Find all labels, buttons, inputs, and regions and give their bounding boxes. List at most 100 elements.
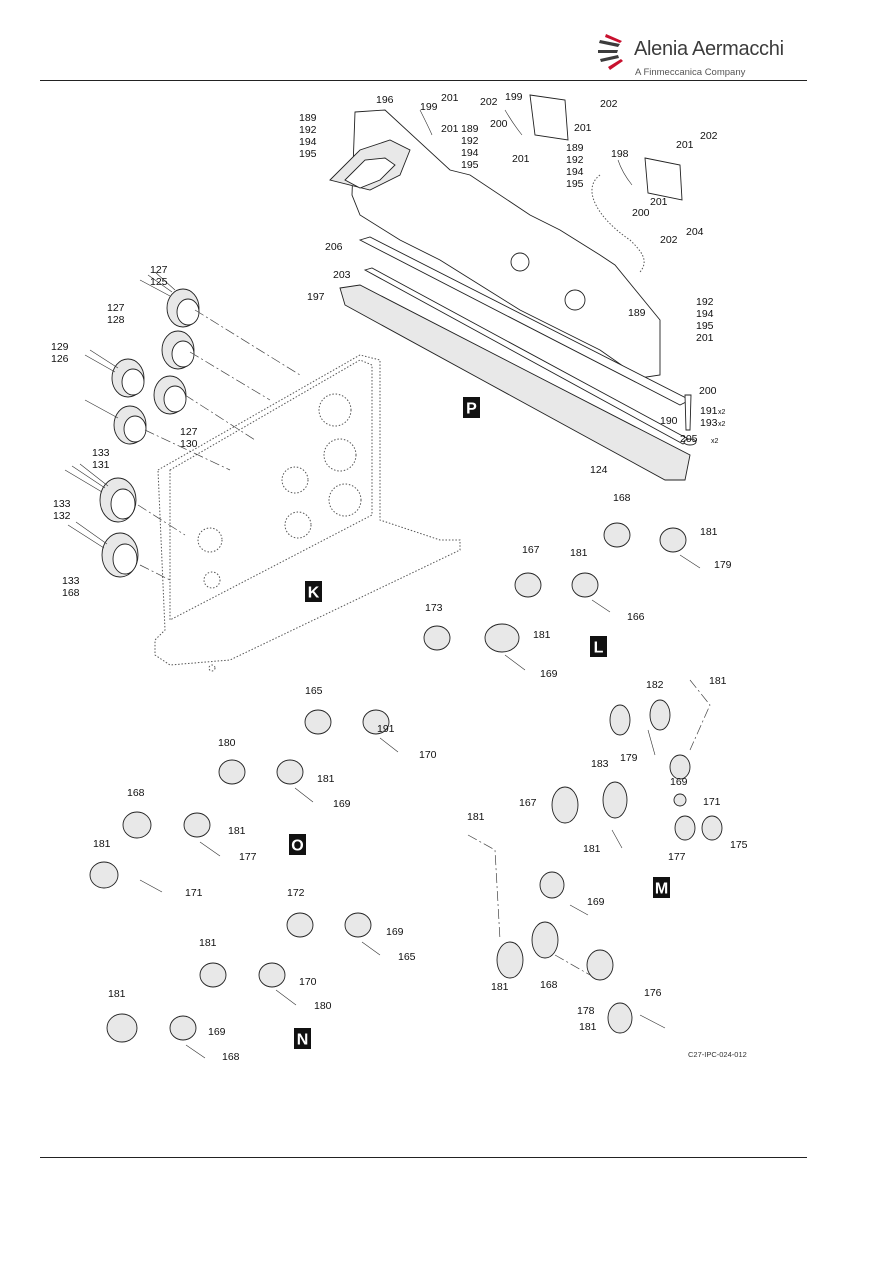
callout-168: 168 [540,979,558,991]
callout-200: 200 [699,385,717,397]
callout-181: 181 [709,675,727,687]
brand-tagline: A Finmeccanica Company [635,67,746,78]
callout-169: 169 [670,776,688,788]
callout-133: 133 [53,498,71,510]
callout-130: 130 [180,438,198,450]
callout-172: 172 [287,887,305,899]
callout-199: 199 [505,91,523,103]
callout-198: 198 [611,148,629,160]
callout-180: 180 [314,1000,332,1012]
svg-text:K: K [308,585,320,602]
callout-200: 200 [632,207,650,219]
callout-124: 124 [590,464,608,476]
svg-text:M: M [655,881,668,898]
callout-193: 193 [700,417,718,429]
quantity-multiplier: x2 [718,409,726,416]
view-k-bracket [64,271,461,672]
callout-133: 133 [92,447,110,459]
callout-201: 201 [676,139,694,151]
callout-189: 189 [566,142,584,154]
callout-169: 169 [386,926,404,938]
callout-194: 194 [696,308,714,320]
callout-168: 168 [613,492,631,504]
callout-199: 199 [420,101,438,113]
callout-182: 182 [646,679,664,691]
callout-167: 167 [519,797,537,809]
callout-129: 129 [51,341,69,353]
callout-195: 195 [299,148,317,160]
callout-201: 201 [441,92,459,104]
callout-194: 194 [299,136,317,148]
callout-180: 180 [218,737,236,749]
brand-name: Alenia Aermacchi [634,38,784,60]
quantity-multiplier: x2 [711,438,719,445]
header-rule [40,80,807,81]
callout-171: 171 [703,796,721,808]
callout-195: 195 [696,320,714,332]
callout-171: 171 [185,887,203,899]
callout-189: 189 [299,112,317,124]
callout-170: 170 [299,976,317,988]
callout-170: 170 [419,749,437,761]
callout-173: 173 [425,602,443,614]
callout-197: 197 [307,291,325,303]
view-label-k: K [305,581,322,602]
callout-195: 195 [566,178,584,190]
callout-181: 181 [317,773,335,785]
callout-181: 181 [700,526,718,538]
callout-203: 203 [333,269,351,281]
view-label-n: N [294,1028,311,1049]
callout-177: 177 [668,851,686,863]
callout-169: 169 [208,1026,226,1038]
callout-176: 176 [644,987,662,999]
view-label-o: O [289,834,306,855]
svg-text:N: N [297,1032,309,1049]
svg-text:P: P [466,401,477,418]
svg-text:O: O [291,838,303,855]
callout-166: 166 [627,611,645,623]
connector-group [64,271,200,578]
figure-reference: C27-IPC-024-012 [688,1050,747,1059]
view-p-assembly [329,94,697,481]
callout-181: 181 [570,547,588,559]
callout-168: 168 [222,1051,240,1063]
callout-125: 125 [150,276,168,288]
callout-194: 194 [566,166,584,178]
callout-128: 128 [107,314,125,326]
callout-126: 126 [51,353,69,365]
view-label-p: P [463,397,480,418]
callout-179: 179 [714,559,732,571]
callout-169: 169 [587,896,605,908]
callout-168: 168 [62,587,80,599]
callout-201: 201 [650,196,668,208]
callout-165: 165 [305,685,323,697]
callout-181: 181 [108,988,126,1000]
callout-132: 132 [53,510,71,522]
callout-181: 181 [491,981,509,993]
callout-202: 202 [700,130,718,142]
callout-189: 189 [628,307,646,319]
callout-169: 169 [540,668,558,680]
footer-rule [40,1157,807,1158]
callout-201: 201 [441,123,459,135]
callout-181: 181 [199,937,217,949]
callout-175: 175 [730,839,748,851]
callout-205: 205 [680,433,698,445]
callout-127: 127 [107,302,125,314]
callout-201: 201 [696,332,714,344]
callout-178: 178 [577,1005,595,1017]
callout-179: 179 [620,752,638,764]
callout-181: 181 [579,1021,597,1033]
callout-204: 204 [686,226,704,238]
quantity-multiplier: x2 [718,421,726,428]
callout-206: 206 [325,241,343,253]
callout-202: 202 [480,96,498,108]
view-label-m: M [653,877,670,898]
callout-202: 202 [600,98,618,110]
callout-133: 133 [62,575,80,587]
clamp-assemblies [89,522,723,1059]
callout-131: 131 [92,459,110,471]
